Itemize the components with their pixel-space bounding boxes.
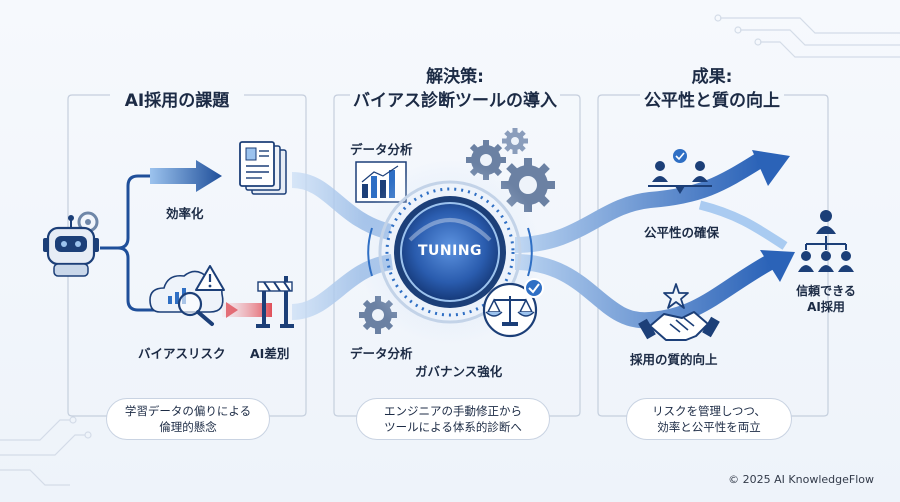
solution-title-line1: 解決策: <box>426 67 484 87</box>
org-chart-icon <box>798 210 854 272</box>
branch-line <box>117 246 160 312</box>
dial-highlight <box>408 218 492 242</box>
solution-title-line2: バイアス診断ツールの導入 <box>353 91 557 111</box>
dial-side-arc <box>527 227 533 277</box>
outcome-ribbon-lower <box>514 254 774 329</box>
efficiency-label: 効率化 <box>166 206 204 221</box>
outcome-title-line1: 成果: <box>691 67 733 87</box>
discrimination-arrowhead <box>226 302 238 318</box>
outcome-merge-arrow <box>698 200 788 250</box>
data-analysis-label-top: データ分析 <box>350 142 413 157</box>
star-icon <box>663 283 689 309</box>
discrimination-label: AI差別 <box>250 346 290 361</box>
caption-line: 学習データの偏りによる <box>124 404 252 418</box>
branch-line <box>100 174 168 250</box>
fairness-label: 公平性の確保 <box>644 225 720 240</box>
outcome-caption: リスクを管理しつつ、 効率と公平性を両立 <box>626 398 792 440</box>
caption-line: リスクを管理しつつ、 <box>652 404 766 418</box>
caption-line: エンジニアの手動修正から <box>384 404 522 418</box>
caption-line: ツールによる体系的診断へ <box>384 420 522 434</box>
governance-label: ガバナンス強化 <box>415 364 503 379</box>
dial-face <box>400 202 500 302</box>
circuit-decoration-top-right <box>714 14 900 58</box>
barrier-icon <box>256 276 294 328</box>
outcome-title-line2: 公平性と質の向上 <box>644 91 780 111</box>
trusted-label-line1: 信頼できる <box>796 284 856 298</box>
circuit-decoration-bottom-left <box>0 416 92 486</box>
handshake-icon <box>638 311 720 341</box>
caption-line: 倫理的懸念 <box>159 420 217 434</box>
fairness-people-icon <box>648 149 712 194</box>
warning-icon <box>195 265 225 291</box>
outcome-arrowhead-lower <box>760 250 795 282</box>
robot-icon <box>43 211 99 277</box>
solution-caption: エンジニアの手動修正から ツールによる体系的診断へ <box>356 398 550 440</box>
copyright-footer: © 2025 AI KnowledgeFlow <box>728 473 874 486</box>
outcome-ribbon-upper <box>514 153 765 253</box>
discrimination-red-bar <box>222 303 272 317</box>
dial-outer-ring <box>378 180 522 324</box>
dial-tick-ring <box>385 187 515 317</box>
dial-label: TUNING <box>417 243 483 259</box>
challenge-caption: 学習データの偏りによる 倫理的懸念 <box>106 398 270 440</box>
outcome-arrowhead-upper <box>752 150 790 186</box>
challenge-title: AI採用の課題 <box>124 91 230 111</box>
caption-line: 効率と公平性を両立 <box>657 420 761 434</box>
gear-icon <box>502 128 528 154</box>
dial-side-arc <box>367 227 373 277</box>
trusted-label-line2: AI採用 <box>807 300 845 314</box>
bias-risk-label: バイアスリスク <box>138 346 226 361</box>
scales-icon <box>482 282 538 338</box>
document-icon <box>239 141 287 195</box>
data-analysis-label-bottom: データ分析 <box>350 346 413 361</box>
check-badge-icon <box>524 278 544 298</box>
quality-label: 採用の質的向上 <box>630 352 718 367</box>
efficiency-arrow <box>150 160 222 192</box>
solution-frame <box>333 94 581 417</box>
gear-icon <box>466 140 506 180</box>
